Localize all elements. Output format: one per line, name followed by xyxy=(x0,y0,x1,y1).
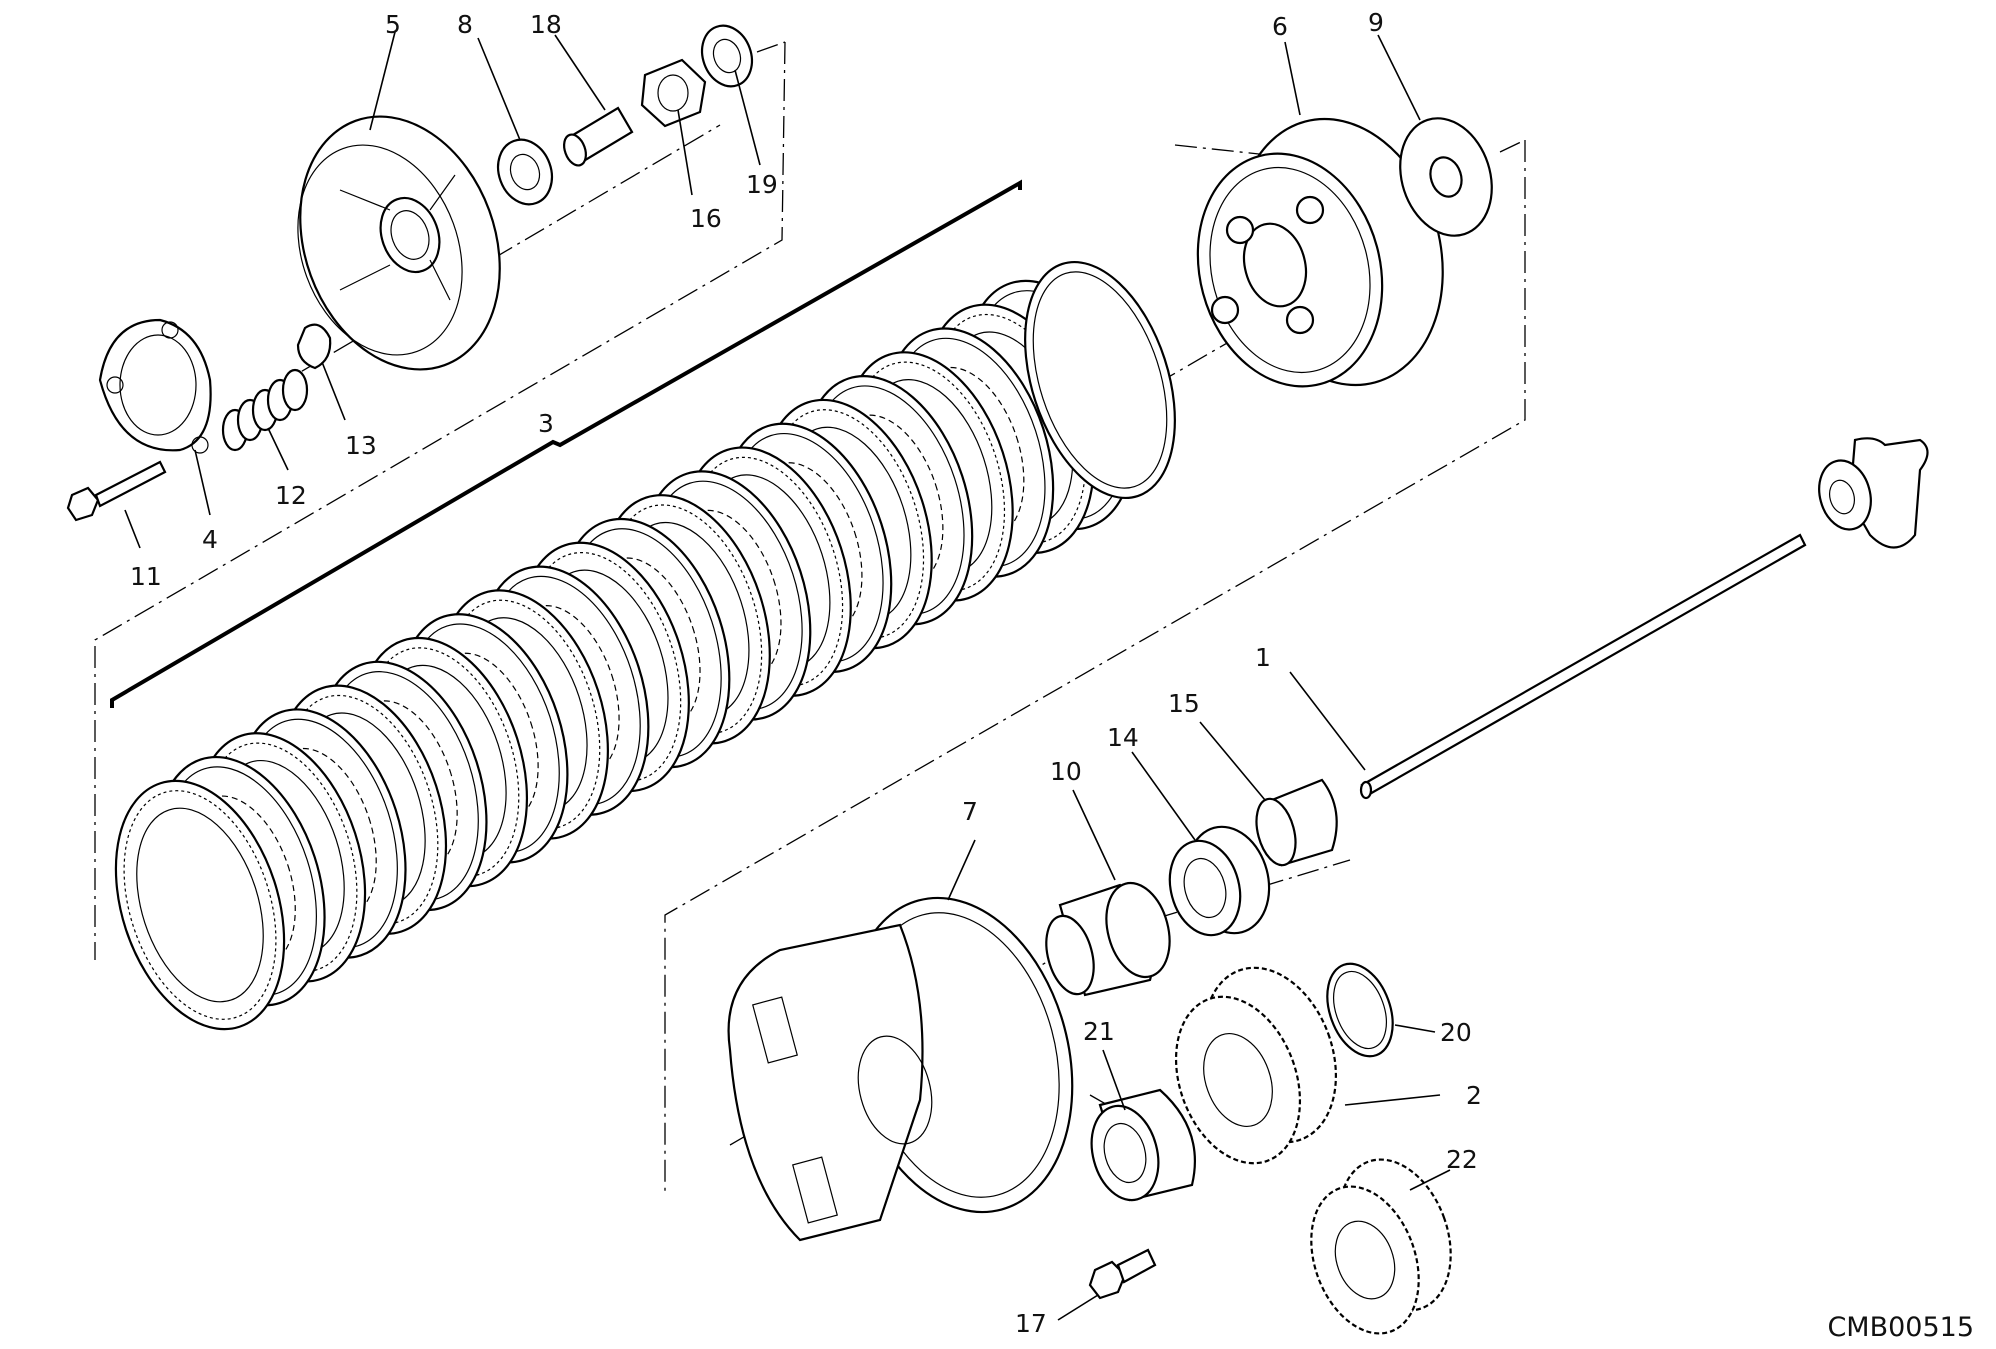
callout-18: 18 xyxy=(530,10,562,39)
slave-cylinder xyxy=(1818,437,1929,549)
spring-part-12 xyxy=(221,368,309,452)
pressure-ring xyxy=(1024,260,1176,500)
callout-20: 20 xyxy=(1440,1018,1472,1047)
callout-4: 4 xyxy=(202,525,218,554)
callout-16: 16 xyxy=(690,204,722,233)
callout-10: 10 xyxy=(1050,757,1082,786)
gear-part-22 xyxy=(1310,1158,1452,1335)
bolt-part-17 xyxy=(1088,1248,1157,1300)
washer-part-20 xyxy=(1326,962,1394,1058)
clutch-hub-part-6 xyxy=(1196,117,1444,388)
callout-labels: 1 2 3 4 5 6 7 8 9 10 11 12 13 14 15 16 1… xyxy=(130,8,1482,1338)
pushrod-tip-part-18 xyxy=(563,106,634,167)
bolt-part-11 xyxy=(66,460,167,522)
spacer-part-21 xyxy=(1090,1088,1196,1202)
drawing-code: CMB00515 xyxy=(1827,1312,1974,1343)
callout-15: 15 xyxy=(1168,689,1200,718)
bushing-part-15 xyxy=(1255,778,1338,867)
clutch-basket-part-7 xyxy=(727,896,1074,1242)
thrust-washer-part-9 xyxy=(1399,117,1493,237)
leader-lines xyxy=(124,31,1451,1321)
clutch-pack-bracket xyxy=(110,179,1022,708)
sleeve-part-10 xyxy=(1045,881,1171,997)
lock-washer-part-19 xyxy=(700,24,754,88)
cover-plate-part-4 xyxy=(98,318,212,454)
callout-14: 14 xyxy=(1107,723,1139,752)
pressure-plate-part-5 xyxy=(297,115,501,371)
callout-3: 3 xyxy=(538,409,554,438)
callout-2: 2 xyxy=(1466,1081,1482,1110)
callout-1: 1 xyxy=(1255,643,1271,672)
callout-7: 7 xyxy=(962,797,978,826)
callout-17: 17 xyxy=(1015,1309,1047,1338)
callout-5: 5 xyxy=(385,10,401,39)
gear-part-2 xyxy=(1174,966,1337,1165)
callout-19: 19 xyxy=(746,170,778,199)
callout-8: 8 xyxy=(457,10,473,39)
callout-21: 21 xyxy=(1083,1017,1115,1046)
ring-part-13 xyxy=(296,323,332,370)
clutch-plate-stack xyxy=(114,279,1136,1031)
pushrod-part-1 xyxy=(1359,533,1807,800)
bearing-part-14 xyxy=(1168,825,1271,937)
assembly-frames xyxy=(94,41,1526,1195)
callout-6: 6 xyxy=(1272,12,1288,41)
callout-11: 11 xyxy=(130,562,162,591)
clutch-plate xyxy=(114,779,286,1031)
bearing-part-8 xyxy=(496,138,554,206)
callout-13: 13 xyxy=(345,431,377,460)
callout-9: 9 xyxy=(1368,8,1384,37)
nut-part-16 xyxy=(640,58,707,128)
callout-22: 22 xyxy=(1446,1145,1478,1174)
callout-12: 12 xyxy=(275,481,307,510)
